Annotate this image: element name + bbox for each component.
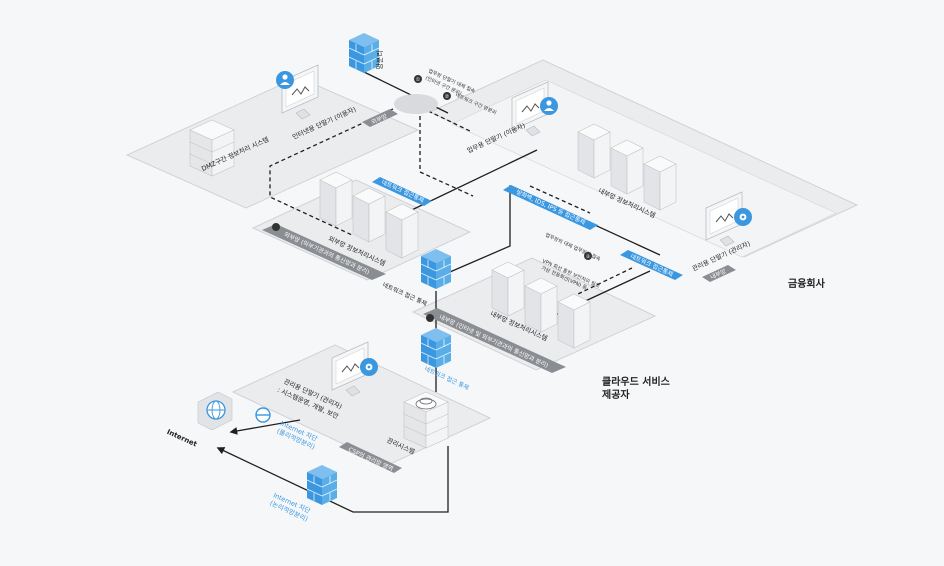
note-2-marker: ②	[445, 94, 450, 100]
separation-node	[394, 94, 438, 114]
link-external-internal	[394, 149, 538, 219]
marker-cloud-band	[426, 314, 434, 322]
link-admin-internet	[229, 419, 301, 435]
note-3-marker: ③	[586, 254, 590, 260]
internet-globe	[197, 391, 233, 431]
band-internal-net: 내부망	[702, 265, 736, 282]
work-pc-monitor	[511, 81, 558, 137]
band-nac-2: 네트워크 접근통제	[620, 250, 683, 280]
blocked-icon	[255, 407, 271, 423]
firewall-separation	[348, 32, 380, 74]
link-internet-pc	[421, 107, 471, 132]
firewall-external	[420, 248, 452, 290]
label-internet: Internet	[166, 428, 199, 449]
link-dashed-ids	[529, 185, 591, 214]
label-nac-fw2: 네트워크 접근통제	[629, 252, 674, 278]
admin-pc-cloud-monitor	[331, 341, 378, 397]
admin-pc-fin-monitor	[705, 191, 752, 247]
link-mgmt-internet	[216, 446, 449, 513]
internet-pc-monitor	[276, 64, 319, 120]
link-dmz-external	[269, 99, 413, 236]
label-cloud-provider-1: 클라우드 서비스	[602, 377, 670, 388]
firewall-cloud	[420, 327, 452, 369]
zone-financial-external	[125, 76, 420, 209]
label-nac-cloud: 네트워크 접근 통제	[423, 365, 470, 392]
marker-external-band	[272, 223, 280, 231]
note-1-marker: ①	[416, 77, 421, 83]
mgmt-system-server	[403, 391, 449, 449]
zone-financial-internal	[428, 59, 859, 258]
note-3-text: 업무망의 대체 업무망간 접속	[544, 231, 602, 262]
label-separation: 망분리	[375, 50, 384, 69]
firewall-csp	[306, 464, 338, 506]
label-cloud-provider-2: 제공자	[602, 390, 630, 401]
label-nac-under-fw: 네트워크 접근 통제	[381, 281, 428, 308]
link-dashed-mid	[419, 116, 474, 197]
label-financial-company: 금융회사	[788, 279, 825, 290]
band-firewall-ids-ips: 방화벽, IDS, IPS 등 접근통제	[503, 185, 598, 230]
